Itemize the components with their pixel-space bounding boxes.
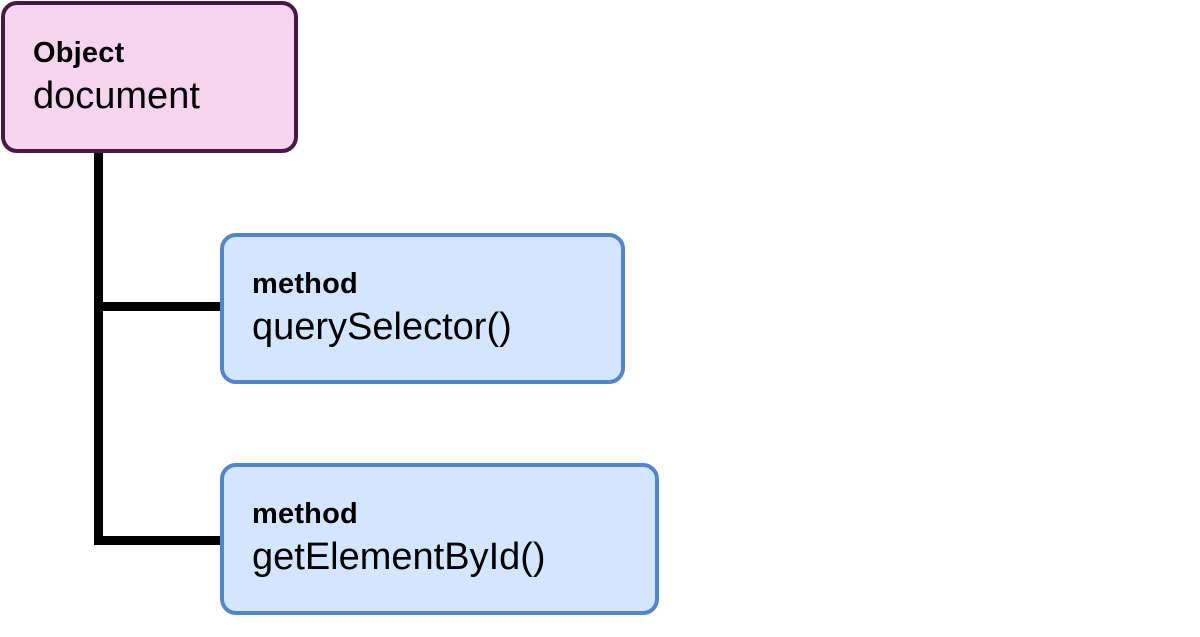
connector-trunk (94, 150, 103, 545)
node-kind-label: method (252, 498, 358, 530)
node-kind-label: Object (33, 37, 125, 69)
method-node-getelementbyid: method getElementById() (220, 463, 659, 615)
connector-branch-getelementbyid (94, 536, 222, 545)
connector-branch-queryselector (94, 302, 222, 311)
object-node-document: Object document (1, 1, 298, 153)
node-kind-label: method (252, 268, 358, 300)
method-node-queryselector: method querySelector() (220, 233, 625, 384)
node-name-label: document (33, 75, 200, 117)
node-name-label: getElementById() (252, 536, 546, 578)
node-name-label: querySelector() (252, 306, 512, 348)
